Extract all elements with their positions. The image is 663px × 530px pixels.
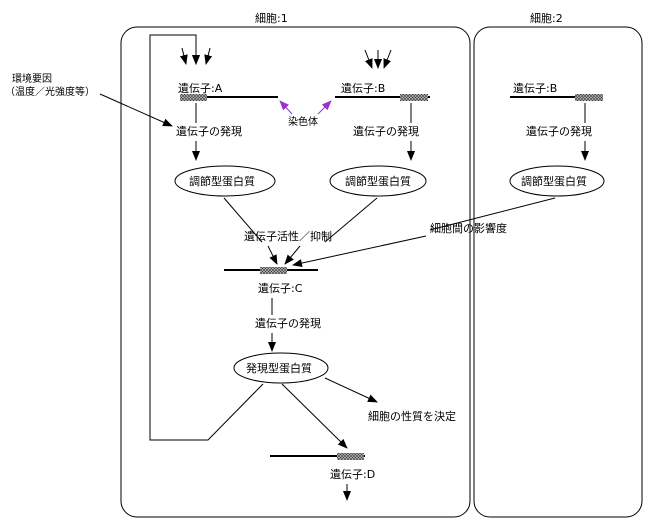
gene-a-expression-label: 遺伝子の発現: [176, 124, 242, 138]
gene-b-cell2-label: 遺伝子:B: [513, 81, 557, 95]
regulatory-protein-a: [174, 165, 276, 197]
input-arrow-b1: [364, 49, 373, 69]
regulation-line-a: [223, 197, 263, 243]
gene-a-label: 遺伝子:A: [178, 81, 223, 95]
gene-b-label: 遺伝子:B: [341, 81, 385, 95]
gene-c-label: 遺伝子:C: [258, 281, 303, 295]
intercellular-line: [429, 197, 556, 231]
env-factor-label: 環境要因: [12, 72, 52, 85]
gene-b-expression-label: 遺伝子の発現: [353, 124, 419, 138]
gene-d-label: 遺伝子:D: [330, 467, 375, 481]
cell-1-box: [120, 26, 471, 518]
feedback-loop-line: [149, 34, 264, 441]
character-arrow: [324, 377, 378, 403]
gene-d-marker: [337, 453, 364, 460]
gene-a-marker: [180, 94, 207, 101]
intercellular-influence-label: 細胞間の影響度: [430, 221, 507, 235]
env-factor-arrow: [99, 93, 173, 127]
regulatory-protein-cell2-label: 調節型蛋白質: [521, 174, 587, 188]
input-arrow-b3: [383, 49, 392, 69]
input-arrow-a1: [179, 47, 188, 65]
gene-b-cell2-expression-label: 遺伝子の発現: [526, 124, 592, 138]
chromosome-label: 染色体: [288, 115, 318, 128]
regulatory-protein-a-label: 調節型蛋白質: [189, 174, 255, 188]
cell-2-box: [473, 26, 643, 518]
intercellular-arrow: [292, 235, 427, 267]
expressed-protein: [233, 352, 329, 384]
env-factor-label-sub: （温度／光強度等）: [5, 85, 95, 98]
gene-b-marker: [400, 94, 428, 101]
gene-c-expression-label: 遺伝子の発現: [255, 316, 321, 330]
gene-b-cell2-marker: [575, 94, 603, 101]
gene-c-marker: [260, 267, 287, 274]
regulation-line-b: [324, 197, 378, 243]
regulatory-protein-b: [329, 165, 427, 197]
cell-1-title: 細胞:1: [255, 12, 288, 25]
regulatory-protein-b-label: 調節型蛋白質: [345, 174, 411, 188]
chromosome-arrow-b: [317, 100, 332, 115]
determine-character-label: 細胞の性質を決定: [368, 409, 456, 423]
input-arrow-a3: [204, 47, 213, 65]
regulation-arrow-a: [267, 245, 278, 265]
regulatory-protein-cell2: [509, 165, 605, 197]
regulation-arrow-b: [284, 245, 301, 265]
activation-repression-label: 遺伝子活性／抑制: [244, 229, 332, 243]
expressed-protein-label: 発現型蛋白質: [246, 361, 312, 375]
chromosome-arrow-a: [279, 100, 293, 115]
gene-d-arrow: [281, 383, 348, 449]
cell-2-title: 細胞:2: [530, 12, 563, 25]
